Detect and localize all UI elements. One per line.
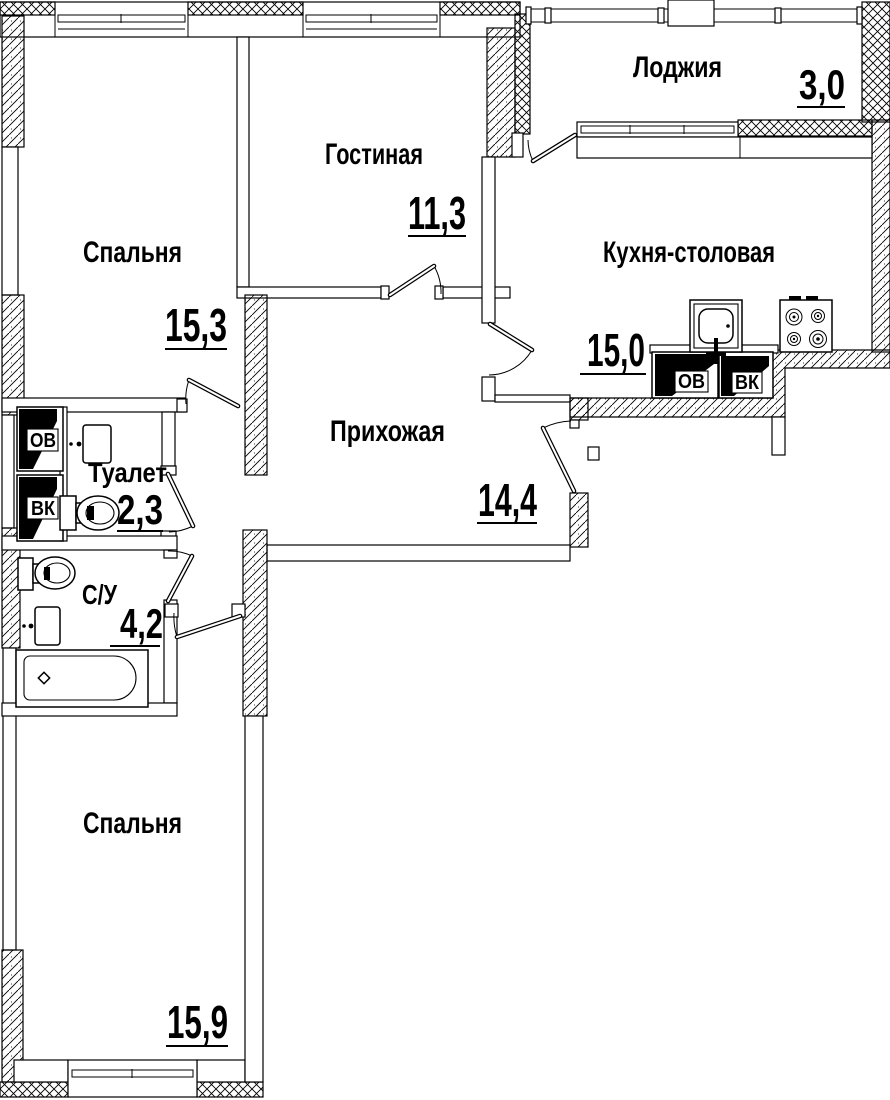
window-bedroom1 xyxy=(57,14,186,30)
loggia-glazing xyxy=(525,0,863,27)
wall-living-hall-right xyxy=(442,286,511,299)
stove-icon xyxy=(779,296,833,353)
crosshatch-wall-top-2 xyxy=(187,1,304,16)
door-toilet xyxy=(165,471,196,533)
door-balcony xyxy=(527,132,578,164)
entrance-pillar-top xyxy=(569,397,589,421)
toilet-washbasin-icon xyxy=(69,424,112,464)
bedroom2-area: 15,9 xyxy=(167,996,228,1048)
loggia-area: 3,0 xyxy=(799,61,845,108)
kitchen-ov-label: ОВ xyxy=(678,371,705,393)
loggia-west-wall xyxy=(514,13,531,135)
door-entrance xyxy=(540,419,600,494)
door-living xyxy=(387,263,442,298)
bathroom-area: 4,2 xyxy=(120,600,163,647)
bathroom-washbasin-icon xyxy=(22,606,61,646)
kitchen-ov-block: ОВ xyxy=(651,351,719,399)
wall-living-kitchen xyxy=(486,27,516,158)
living-name: Гостиная xyxy=(325,138,423,171)
room-labels: Спальня 15,3 Гостиная 11,3 Лоджия 3,0 Ку… xyxy=(82,51,845,1048)
window-kitchen-loggia xyxy=(576,121,873,159)
window-bedroom2 xyxy=(67,1059,198,1098)
wall-bedroom1-living xyxy=(236,36,250,288)
loggia-south-wall xyxy=(737,119,873,137)
loggia-name: Лоджия xyxy=(633,51,722,84)
window-living xyxy=(305,14,438,30)
loggia-pillar xyxy=(667,0,715,27)
exterior-stub-wall xyxy=(771,416,786,456)
bedroom1-area: 15,3 xyxy=(165,299,227,351)
kitchen-vk-block: ВК xyxy=(718,351,774,399)
kitchen-sink-icon xyxy=(689,299,743,364)
pillar-corridor xyxy=(242,529,268,717)
door-bedroom2 xyxy=(173,612,243,640)
wall-kitchen-hall xyxy=(481,156,496,324)
door-bedroom1 xyxy=(176,377,241,413)
hallway-area: 14,4 xyxy=(478,474,537,526)
crosshatch-wall-bottom-1 xyxy=(0,1081,69,1098)
toilet-wc-icon xyxy=(59,495,120,531)
crosshatch-wall-top-3 xyxy=(439,1,521,16)
wall-hall-north xyxy=(494,394,571,403)
toilet-area: 2,3 xyxy=(117,486,163,533)
bedroom1-name: Спальня xyxy=(83,236,182,269)
crosshatch-wall-top-1 xyxy=(0,1,56,16)
toilet-vk-block: ВК xyxy=(16,474,64,542)
left-wall-pillar-2 xyxy=(1,294,25,416)
entrance-pillar-bottom xyxy=(569,492,589,548)
windows xyxy=(57,0,873,1098)
fixtures xyxy=(15,296,833,708)
loggia-east-wall xyxy=(861,1,890,123)
pillar-bedroom1-hall xyxy=(244,294,268,476)
wall-bedroom2-east xyxy=(244,715,264,1083)
door-bathroom xyxy=(165,550,195,604)
door-kitchen xyxy=(487,321,535,376)
bathroom-wc-icon xyxy=(17,556,76,591)
kitchen-area: 15,0 xyxy=(587,324,645,376)
toilet-ov-label: ОВ xyxy=(30,430,56,452)
kitchen-name: Кухня-столовая xyxy=(603,236,775,269)
bedroom2-name: Спальня xyxy=(83,807,182,840)
toilet-name: Туалет xyxy=(88,457,167,488)
doors xyxy=(165,132,600,640)
toilet-vk-label: ВК xyxy=(31,498,56,520)
kitchen-vk-label: ВК xyxy=(735,372,760,394)
left-wall-pillar-1 xyxy=(1,15,25,148)
right-exterior-wall xyxy=(871,119,890,353)
bathtub-icon xyxy=(15,649,149,708)
bathroom-name: С/У xyxy=(82,579,117,610)
wall-hall-south xyxy=(266,544,571,562)
hallway-name: Прихожая xyxy=(330,415,445,448)
living-area: 11,3 xyxy=(408,187,466,239)
crosshatch-wall-bottom-2 xyxy=(196,1081,264,1098)
toilet-ov-block: ОВ xyxy=(16,406,64,472)
